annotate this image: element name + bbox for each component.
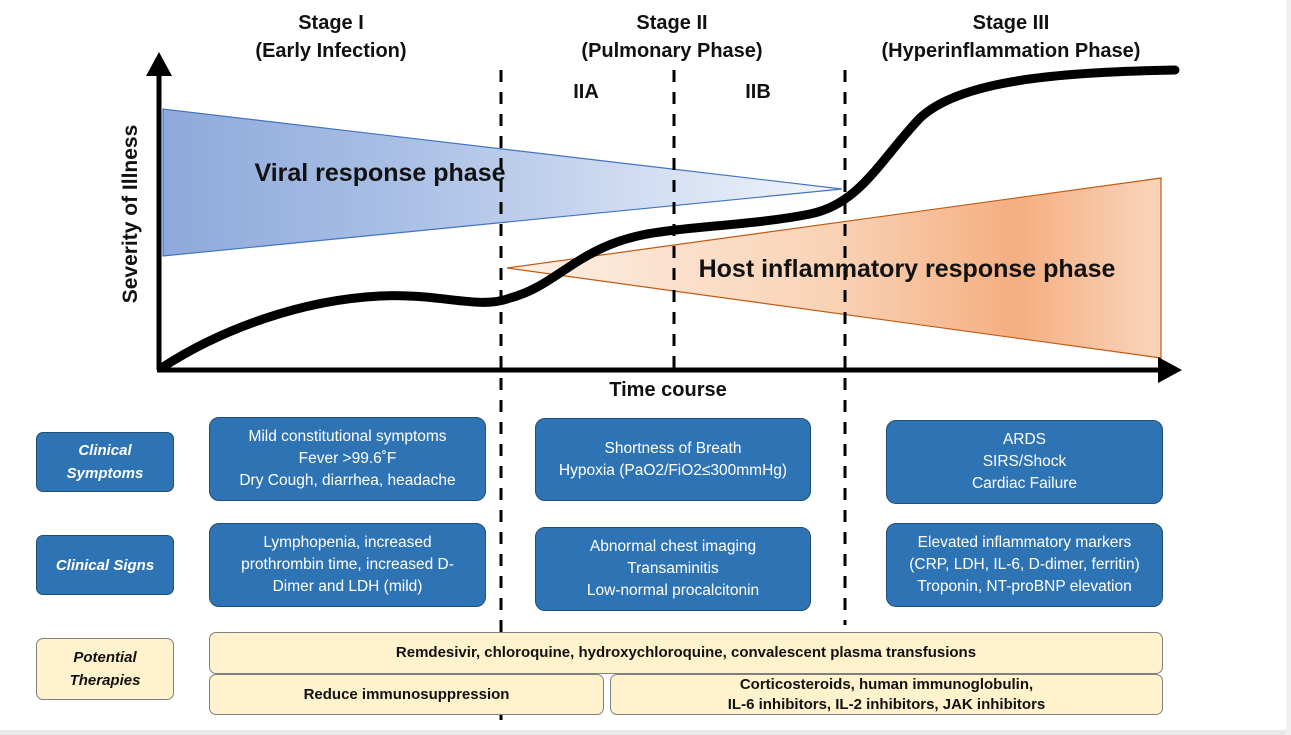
therapy-immunomodulators: Corticosteroids, human immunoglobulin, I… bbox=[610, 674, 1163, 715]
stage-2-title: Stage II bbox=[636, 12, 707, 34]
x-axis-label: Time course bbox=[609, 379, 726, 401]
right-edge bbox=[1286, 0, 1291, 735]
y-axis-label: Severity of Illness bbox=[119, 125, 142, 304]
clinical-signs-label: Clinical Signs bbox=[36, 535, 174, 595]
stage-3-subtitle: (Hyperinflammation Phase) bbox=[882, 40, 1141, 62]
signs-stage-2: Abnormal chest imaging Transaminitis Low… bbox=[535, 527, 811, 611]
host-phase-label: Host inflammatory response phase bbox=[699, 255, 1116, 283]
x-axis-arrowhead bbox=[1158, 357, 1182, 383]
signs-stage-3: Elevated inflammatory markers (CRP, LDH,… bbox=[886, 523, 1163, 607]
stage-2-subtitle: (Pulmonary Phase) bbox=[581, 40, 762, 62]
severity-curve bbox=[158, 65, 1180, 372]
clinical-symptoms-label: Clinical Symptoms bbox=[36, 432, 174, 492]
symptoms-stage-3: ARDS SIRS/Shock Cardiac Failure bbox=[886, 420, 1163, 504]
therapy-all-stages: Remdesivir, chloroquine, hydroxychloroqu… bbox=[209, 632, 1163, 674]
therapy-reduce-immunosuppression: Reduce immunosuppression bbox=[209, 674, 604, 715]
symptoms-stage-2: Shortness of Breath Hypoxia (PaO2/FiO2≤3… bbox=[535, 418, 811, 501]
potential-therapies-label: Potential Therapies bbox=[36, 638, 174, 700]
stage-1-title: Stage I bbox=[298, 12, 364, 34]
y-axis-arrowhead bbox=[146, 52, 172, 76]
viral-phase-label: Viral response phase bbox=[254, 159, 505, 187]
stage-3-title: Stage III bbox=[973, 12, 1050, 34]
substage-iia-label: IIA bbox=[573, 81, 599, 103]
host-response-wedge bbox=[506, 177, 1162, 359]
bottom-edge bbox=[0, 730, 1291, 735]
signs-stage-1: Lymphopenia, increased prothrombin time,… bbox=[209, 523, 486, 607]
symptoms-stage-1: Mild constitutional symptoms Fever >99.6… bbox=[209, 417, 486, 501]
substage-iib-label: IIB bbox=[745, 81, 771, 103]
stage-1-subtitle: (Early Infection) bbox=[255, 40, 406, 62]
